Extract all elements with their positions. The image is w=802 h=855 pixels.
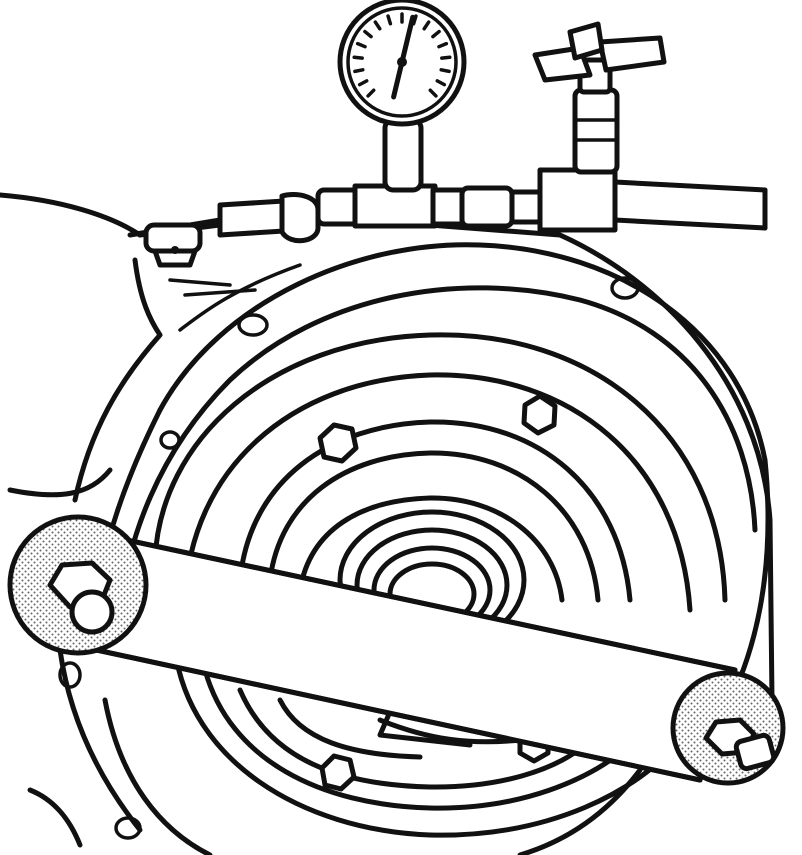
pressure-gauge — [337, 0, 467, 193]
gauge-needle — [391, 14, 416, 100]
gauge-tick — [352, 55, 364, 60]
gauge-tick — [366, 88, 376, 98]
gauge-tick — [373, 20, 382, 31]
gauge-tick — [363, 29, 373, 39]
gauge-tick — [435, 79, 447, 87]
housing-outline — [0, 192, 775, 848]
gauge-tick — [437, 41, 449, 49]
gauge-tick — [386, 14, 393, 26]
gauge-ticks — [352, 12, 452, 98]
gauge-tick — [431, 29, 441, 39]
gauge-tick — [428, 88, 438, 98]
converter-rings — [152, 332, 728, 838]
vent-plug — [143, 222, 203, 268]
gauge-tick — [357, 79, 369, 87]
bar-end-bolts — [47, 560, 777, 772]
gauge-tick — [355, 41, 367, 49]
gauge-tick — [353, 68, 365, 74]
gauge-tick — [440, 55, 452, 60]
gauge-tick — [439, 68, 451, 74]
air-line — [127, 167, 768, 244]
gauge-tick — [422, 20, 431, 31]
valve — [532, 21, 667, 175]
